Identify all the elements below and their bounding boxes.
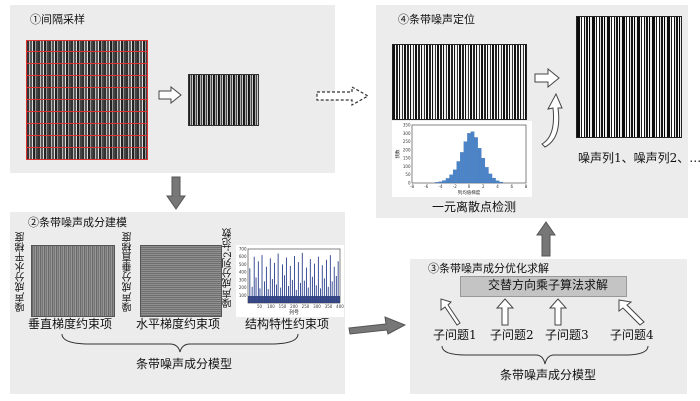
baseline-bars [248, 296, 340, 303]
x-tick-label: 200 [290, 304, 298, 309]
sampled-image-with-grid [26, 40, 148, 160]
caption-vertical-gradient: 垂直梯度约束项 [28, 317, 113, 331]
x-tick-label: -6 [424, 184, 428, 189]
subproblem-4: 子问题4 [610, 328, 654, 342]
hist-bar [470, 131, 475, 184]
x-tick-label: -2 [453, 184, 457, 189]
hist-bar [499, 181, 503, 184]
x-tick-label: 6 [510, 184, 513, 189]
arrow-up-icon [536, 221, 556, 257]
arrow-right-icon [534, 68, 560, 88]
x-tick-label: 50 [257, 304, 263, 309]
panel2-model-label: 条带噪声成分模型 [136, 357, 233, 371]
y-tick-label: 0 [408, 181, 411, 186]
hist-bar [477, 148, 482, 184]
hist-bar [495, 180, 500, 184]
hist-bar [492, 177, 496, 184]
panel2-title: ②条带噪声成分建模 [28, 216, 127, 229]
vertical-gradient-image [140, 245, 222, 317]
x-tick-label: 300 [313, 304, 321, 309]
hist-bar [445, 178, 450, 184]
y-tick-label: 300 [239, 277, 247, 282]
brace-icon [441, 345, 649, 365]
admm-label: 交替方向乘子算法求解 [488, 278, 609, 292]
x-axis-label: 列号 [289, 309, 299, 316]
arrow-down-icon [166, 176, 186, 210]
hist-bar [442, 180, 446, 184]
x-tick-label: 250 [302, 304, 310, 309]
hist-bar [449, 174, 453, 184]
y-tick-label: 100 [403, 164, 411, 169]
y-tick-label: 300 [403, 131, 411, 136]
x-tick-label: 4 [496, 184, 499, 189]
y-tick-label: 150 [403, 156, 411, 161]
y-tick-label: 200 [403, 147, 411, 152]
y-tick-label: 500 [239, 262, 247, 267]
hist-bar [452, 169, 457, 184]
x-tick-label: 350 [325, 304, 333, 309]
x-axis-label: 列均值梯度 [458, 189, 481, 196]
ylabel-horizontal-gradient: 噪声成分水平梯度 [16, 232, 27, 312]
y-tick-label: 400 [239, 270, 247, 275]
y-tick-label: 100 [239, 293, 247, 298]
histogram-chart: 0 50 100 150 200 250 300 350 -8 -6 -4 -2 0 2 4 6 8 列均值梯度 频… [392, 121, 532, 197]
subproblem-2: 子问题2 [490, 328, 534, 342]
x-tick-label: -8 [410, 184, 414, 189]
x-tick-label: 100 [267, 304, 275, 309]
arrow-right-icon [348, 316, 406, 335]
hist-bar [488, 173, 493, 184]
brace-icon [61, 333, 299, 353]
y-tick-label: 50 [405, 172, 411, 177]
curved-arrow-icon [541, 92, 563, 148]
ylabel-vertical-gradient: 噪声成分垂直梯度 [123, 232, 134, 312]
y-tick-label: 250 [403, 139, 411, 144]
hist-bar [474, 137, 478, 184]
detect-label: 一元离散点检测 [432, 200, 517, 214]
x-tick-label: 8 [525, 184, 528, 189]
y-axis-label: 频数 [394, 149, 401, 158]
arrows-up-icon [440, 298, 645, 326]
subproblem-3: 子问题3 [545, 328, 589, 342]
hist-bar [456, 161, 461, 184]
x-tick-label: 400 [336, 304, 344, 309]
dashed-arrow-icon [316, 85, 370, 107]
noise-columns-label: 噪声列1、噪声列2、… [578, 151, 700, 165]
y-tick-label: 700 [239, 247, 247, 252]
panel3-title: ③条带噪声成分优化求解 [428, 262, 549, 275]
hist-bar [481, 158, 486, 184]
caption-structural: 结构特性约束项 [245, 317, 330, 331]
y-tick-label: 350 [403, 123, 411, 128]
caption-horizontal-gradient: 水平梯度约束项 [136, 317, 221, 331]
subsampled-image [188, 74, 259, 126]
hist-bar [435, 182, 439, 184]
subproblem-1: 子问题1 [433, 328, 477, 342]
panel3-model-label: 条带噪声成分模型 [500, 368, 597, 382]
arrow-right-icon [158, 86, 182, 104]
x-tick-label: 150 [279, 304, 287, 309]
horizontal-gradient-image [31, 245, 115, 317]
hist-bar [463, 141, 468, 184]
y-tick-label: 600 [239, 254, 247, 259]
hist-bar [467, 133, 471, 184]
ylabel-column-norm: 噪声成分列2-范数 [223, 228, 234, 308]
noise-stripes-image [392, 44, 527, 120]
admm-box [460, 276, 627, 297]
x-tick-label: 0 [468, 184, 471, 189]
hist-bar [438, 181, 443, 184]
x-tick-label: 2 [482, 184, 485, 189]
hist-bar [460, 152, 464, 184]
hist-bar [485, 167, 489, 184]
y-tick-label: 200 [239, 285, 247, 290]
x-tick-label: -4 [439, 184, 443, 189]
panel4-title: ④条带噪声定位 [398, 13, 475, 26]
panel1-title: ①间隔采样 [30, 13, 85, 26]
located-noise-columns-image [576, 16, 682, 138]
